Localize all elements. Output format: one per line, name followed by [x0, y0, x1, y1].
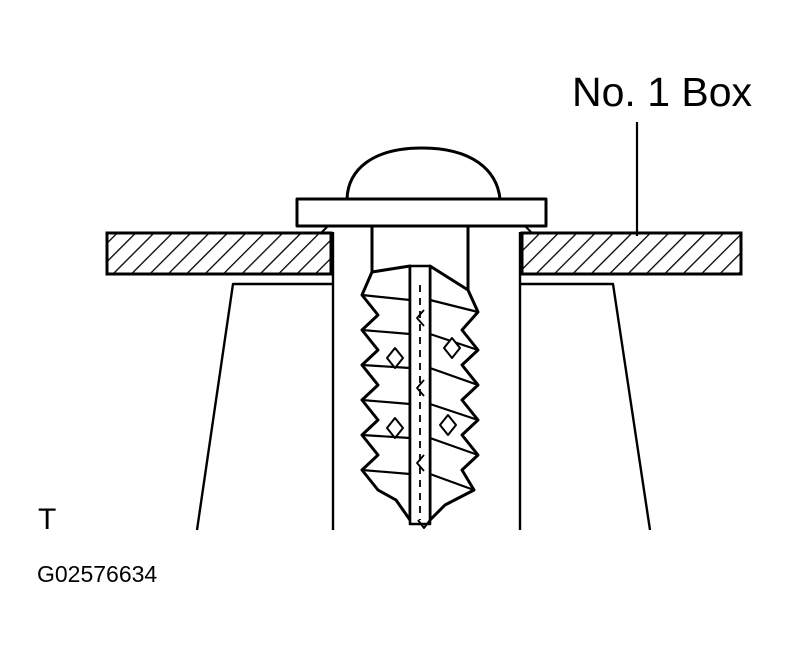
corner-mark: T: [38, 503, 57, 536]
screw-head-dome: [345, 146, 502, 201]
panel-left-section: [105, 231, 333, 276]
screw-flange: [295, 197, 548, 228]
screw-thread-body: [360, 264, 412, 522]
mounting-boss: [195, 232, 652, 531]
figure-id: G02576634: [37, 561, 158, 587]
no1-box-panel: [105, 222, 743, 276]
no1-box-label: No. 1 Box: [572, 69, 753, 115]
tapping-screw: [295, 146, 548, 529]
panel-right-section: [520, 231, 743, 276]
